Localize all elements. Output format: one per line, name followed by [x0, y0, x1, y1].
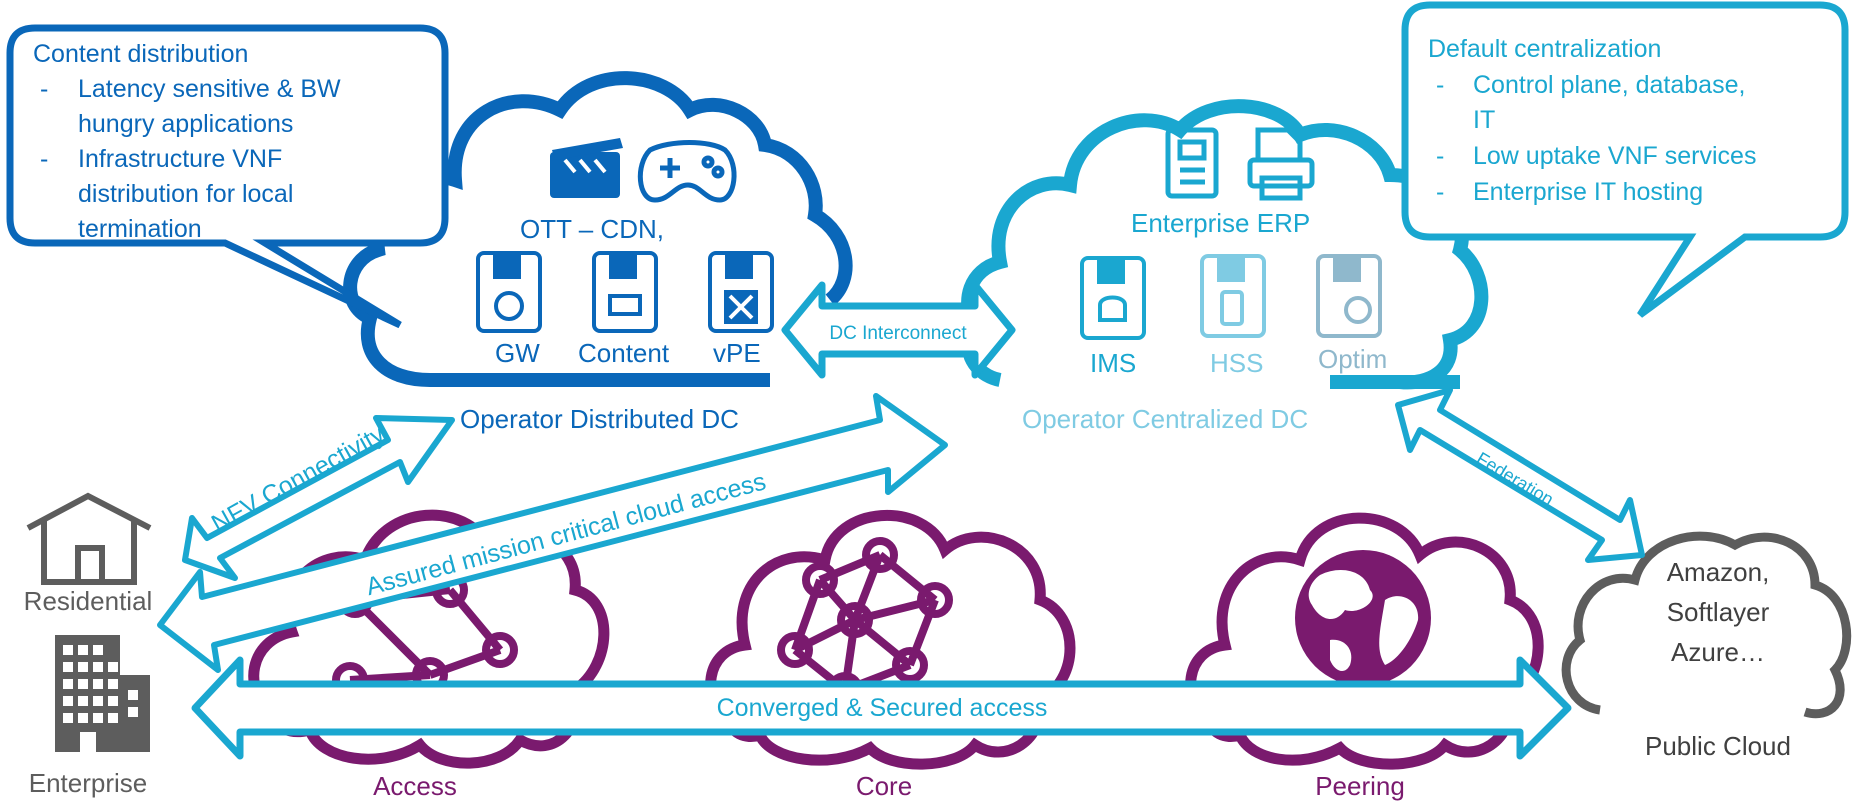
- globe-icon: [1295, 550, 1431, 686]
- enterprise-label: Enterprise: [29, 768, 148, 798]
- public-cloud-line1: Amazon,: [1667, 557, 1770, 587]
- function-gw: GW: [495, 338, 540, 368]
- vm-icon: [592, 251, 658, 333]
- clapperboard-icon: [550, 138, 623, 198]
- converged-access-arrow: [191, 656, 1572, 760]
- converged-access-label: Converged & Secured access: [717, 694, 1048, 722]
- bullet-dash: -: [1436, 71, 1444, 99]
- public-cloud-title: Public Cloud: [1645, 731, 1791, 761]
- centralized-bullet1-line1: Control plane, database,: [1473, 71, 1745, 99]
- assured-access-arrow: [157, 393, 948, 673]
- distributed-bullet2-line2: distribution for local: [78, 180, 293, 208]
- dc-interconnect-arrow: [781, 281, 1016, 379]
- bullet-dash: -: [40, 75, 48, 103]
- peering-label: Peering: [1315, 771, 1405, 801]
- core-label: Core: [856, 771, 912, 801]
- public-cloud-shape: [1561, 531, 1852, 719]
- centralized-bullet2: Low uptake VNF services: [1473, 142, 1756, 170]
- ott-label: OTT – CDN,: [520, 214, 664, 244]
- bullet-dash: -: [40, 145, 48, 173]
- distributed-bullet2-line3: termination: [78, 215, 202, 243]
- core-network-icon: [777, 537, 953, 708]
- distributed-dc-title: Operator Distributed DC: [460, 404, 739, 434]
- public-cloud-line2: Softlayer: [1667, 597, 1770, 627]
- distributed-callout-box: [6, 24, 449, 329]
- vm-icon: [1200, 254, 1266, 338]
- printer-icon: [1247, 127, 1315, 201]
- house-icon: [26, 492, 152, 585]
- bullet-dash: -: [1436, 142, 1444, 170]
- access-label: Access: [373, 771, 457, 801]
- function-content: Content: [578, 338, 670, 368]
- centralized-bullet1-line2: IT: [1473, 106, 1495, 134]
- gamepad-icon: [637, 140, 737, 203]
- function-vpe: vPE: [713, 338, 761, 368]
- core-cloud: [705, 509, 1076, 770]
- building-icon: [55, 635, 150, 752]
- vm-icon: [1080, 256, 1146, 340]
- notebook-icon: [1165, 127, 1219, 199]
- vm-icon: [1316, 254, 1382, 338]
- access-network-icon: [332, 572, 518, 698]
- public-cloud-line3: Azure…: [1671, 637, 1765, 667]
- distributed-bullet1-line1: Latency sensitive & BW: [78, 75, 341, 103]
- function-hss: HSS: [1210, 348, 1263, 378]
- centralized-dc-cloud: [961, 99, 1489, 390]
- bullet-dash: -: [1436, 178, 1444, 206]
- distributed-bullet2-line1: Infrastructure VNF: [78, 145, 282, 173]
- function-optim: Optim: [1318, 344, 1387, 374]
- distributed-callout-heading: Content distribution: [33, 40, 248, 68]
- function-ims: IMS: [1090, 348, 1136, 378]
- enterprise-erp-label: Enterprise ERP: [1131, 208, 1310, 238]
- vm-icon: [476, 251, 542, 333]
- federation-arrow: [1395, 387, 1645, 563]
- assured-access-label: Assured mission critical cloud access: [363, 467, 769, 601]
- distributed-bullet1-line2: hungry applications: [78, 110, 293, 138]
- dc-interconnect-label: DC Interconnect: [829, 323, 967, 344]
- nfv-connectivity-arrow: [182, 415, 455, 581]
- peering-cloud: [1185, 512, 1544, 770]
- centralized-callout-heading: Default centralization: [1428, 35, 1661, 63]
- centralized-callout-box: [1401, 1, 1849, 318]
- vm-icon: [708, 251, 774, 333]
- residential-label: Residential: [24, 586, 153, 616]
- centralized-bullet3: Enterprise IT hosting: [1473, 178, 1703, 206]
- centralized-dc-title: Operator Centralized DC: [1022, 404, 1308, 434]
